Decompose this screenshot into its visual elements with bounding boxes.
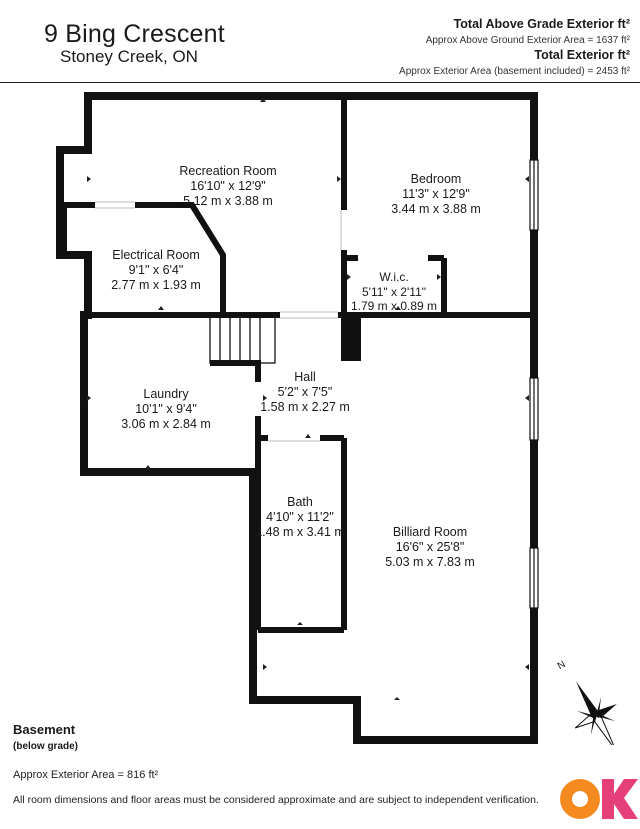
room-imperial: 4'10" x 11'2" [266,510,334,524]
room-name: W.i.c. [379,270,409,284]
ok-logo-icon [560,779,638,819]
room-bath: Bath 4'10" x 11'2" 1.48 m x 3.41 m [255,495,345,540]
room-bedroom: Bedroom 11'3" x 12'9" 3.44 m x 3.88 m [391,172,481,217]
total-title: Total Exterior ft² [534,48,630,62]
room-metric: 3.06 m x 2.84 m [121,417,211,431]
windows [529,159,539,609]
room-metric: 2.77 m x 1.93 m [111,278,201,292]
room-imperial: 5'11" x 2'11" [361,284,427,299]
disclaimer: All room dimensions and floor areas must… [13,794,539,806]
total-detail: Approx Exterior Area (basement included)… [399,66,630,77]
room-wic: W.i.c. 5'11" x 2'11" 1.79 m x 0.89 m [351,270,437,314]
room-metric: 3.44 m x 3.88 m [391,202,481,216]
room-metric: 1.79 m x 0.89 m [350,299,438,313]
room-imperial: 16'6" x 25'8" [395,540,465,554]
basement-area: Approx Exterior Area = 816 ft² [13,769,159,781]
room-metric: 1.48 m x 3.41 m [255,525,345,539]
stairs [209,315,276,364]
room-name: Laundry [143,387,189,401]
room-name: Billiard Room [392,525,468,539]
room-recreation: Recreation Room 16'10" x 12'9" 5.12 m x … [179,164,276,209]
interior-walls [61,96,534,633]
level-label: Basement [13,722,76,737]
room-metric: 1.58 m x 2.27 m [260,400,350,414]
room-imperial: 9'1" x 6'4" [128,263,184,277]
column-block [341,315,361,361]
room-name: Electrical Room [112,248,200,262]
wall-markers [87,98,529,700]
room-imperial: 5'2" x 7'5" [277,385,333,399]
above-grade-title: Total Above Grade Exterior ft² [453,17,630,31]
header-divider [0,82,640,83]
room-hall: Hall 5'2" x 7'5" 1.58 m x 2.27 m [260,370,350,415]
room-name: Bath [287,495,313,509]
address-line-2: Stoney Creek, ON [60,47,198,66]
room-name: Recreation Room [179,164,277,178]
above-grade-detail: Approx Above Ground Exterior Area = 1637… [425,35,630,46]
compass-rose-icon [574,681,617,745]
room-imperial: 11'3" x 12'9" [402,187,470,201]
room-laundry: Laundry 10'1" x 9'4" 3.06 m x 2.84 m [121,387,211,432]
room-name: Bedroom [410,172,462,186]
room-metric: 5.03 m x 7.83 m [385,555,475,569]
grade-label: (below grade) [13,741,79,752]
room-billiard: Billiard Room 16'6" x 25'8" 5.03 m x 7.8… [385,525,475,570]
door-openings [95,201,342,442]
address-line-1: 9 Bing Crescent [44,20,225,48]
room-metric: 5.12 m x 3.88 m [183,194,273,208]
room-imperial: 10'1" x 9'4" [135,402,197,416]
brand-logo [558,774,638,824]
room-name: Hall [294,370,316,384]
room-imperial: 16'10" x 12'9" [190,179,266,193]
room-electrical: Electrical Room 9'1" x 6'4" 2.77 m x 1.9… [111,248,201,293]
